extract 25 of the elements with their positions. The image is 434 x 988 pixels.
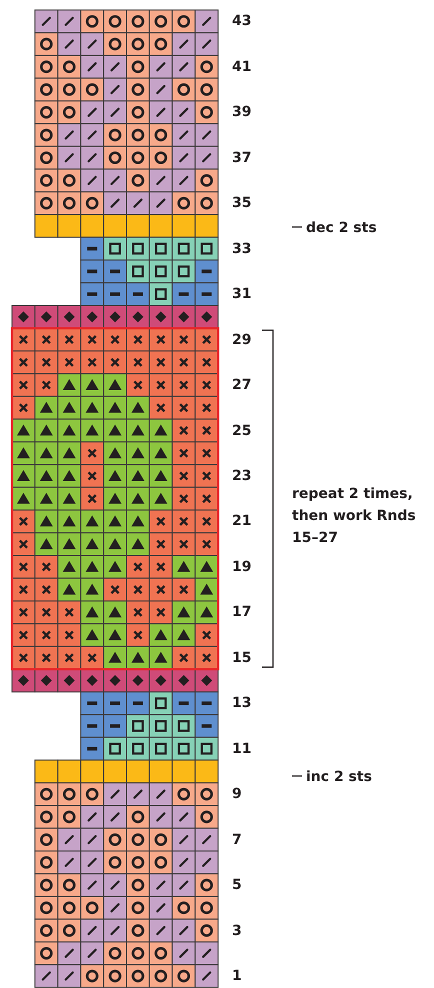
chart-note: inc 2 sts [306, 768, 372, 786]
row-number: 5 [232, 876, 242, 894]
row-number: 9 [232, 785, 242, 804]
row-number: 21 [232, 512, 252, 530]
row-number: 31 [232, 285, 252, 304]
row-number: 15 [232, 648, 252, 667]
row-number: 37 [232, 148, 252, 167]
row-number: 35 [232, 194, 252, 212]
row-number: 7 [232, 830, 242, 849]
chart-note: repeat 2 times, then work Rnds 15–27 [292, 485, 417, 548]
row-number: 17 [232, 603, 252, 622]
row-number: 11 [232, 740, 252, 758]
row-number: 3 [232, 922, 242, 940]
row-number: 19 [232, 558, 252, 576]
row-number: 41 [232, 58, 252, 76]
row-number: 43 [232, 12, 252, 30]
row-number: 25 [232, 422, 252, 440]
row-number: 29 [232, 330, 252, 349]
row-number: 39 [232, 103, 252, 122]
row-number: 23 [232, 466, 252, 485]
row-number: 33 [232, 240, 252, 258]
row-number: 27 [232, 376, 252, 394]
chart-note: dec 2 sts [306, 219, 377, 237]
row-number: 1 [232, 967, 242, 986]
row-number: 13 [232, 694, 252, 712]
